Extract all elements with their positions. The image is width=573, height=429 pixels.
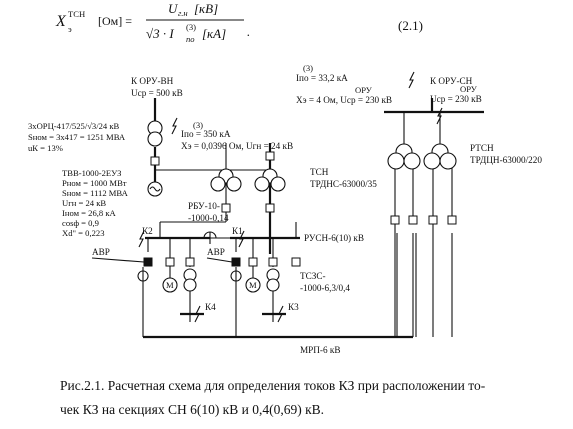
gen-label-4: Uгн = 24 кВ — [62, 198, 106, 208]
fault-arrow-k4 — [194, 305, 201, 323]
k4-label: К4 — [205, 302, 216, 312]
formula-trailing: . — [247, 24, 250, 39]
rbu-label-1: РБУ-10- — [188, 201, 220, 211]
formula-lhs-sub: э — [68, 24, 72, 34]
rbu-label-2: -1000-0,14 — [188, 213, 229, 223]
avr-breaker-right — [231, 257, 241, 267]
gen-transformer-coil-2 — [147, 131, 163, 147]
rtsn-label: РТСН — [470, 143, 494, 153]
switches — [143, 151, 457, 267]
oru-vn-label: К ОРУ-ВН — [131, 76, 174, 86]
motor-left-label: М — [166, 280, 174, 290]
equipment — [137, 120, 457, 293]
caption-line-1: Рис.2.1. Расчетная схема для определения… — [60, 378, 486, 393]
ipo-gen: Iпо = 350 кА — [181, 129, 231, 139]
rtsn-type: ТРДЦН-63000/220 — [470, 155, 542, 165]
gen-label-6: cosф = 0,9 — [62, 218, 99, 228]
oru-vn-voltage: Uср = 500 кВ — [131, 88, 183, 98]
formula-numerator: U — [168, 1, 179, 16]
mrp-label: МРП-6 кВ — [300, 345, 340, 355]
avr-breaker-left — [143, 257, 153, 267]
formula-unit: [Ом] = — [98, 14, 132, 28]
fault-arrow-k3 — [277, 305, 284, 323]
gen-transformer-label-2: Sном = 3х417 = 1251 МВА — [28, 132, 126, 142]
gen-transformer-label-1: 3хОРЦ-417/525/√3/24 кВ — [28, 121, 120, 131]
gen-label-7: Xd" = 0,223 — [62, 228, 105, 238]
ipo-sys-sup: (3) — [303, 63, 313, 73]
gen-label-3: Sном = 1112 МВА — [62, 188, 129, 198]
oru-sn-label: К ОРУ-СН — [430, 76, 473, 86]
motor-right-label: М — [249, 280, 257, 290]
avr-right-label: АВР — [207, 247, 225, 257]
gen-label-2: Рном = 1000 МВт — [62, 178, 127, 188]
avr-left-label: АВР — [92, 247, 110, 257]
formula-number: (2.1) — [398, 18, 423, 33]
caption-line-2: чек КЗ на секциях СН 6(10) кВ и 0,4(0,69… — [60, 402, 324, 417]
rusn-label: РУСН-6(10) кВ — [304, 233, 364, 243]
ipo-gen-sup: (3) — [193, 120, 203, 130]
xe-sys: Xэ = 4 Ом, Uср = 230 кВ — [296, 95, 392, 105]
formula-denominator-unit: [кА] — [202, 26, 226, 41]
gen-transformer-label-3: uК = 13% — [28, 143, 63, 153]
k2-label: К2 — [142, 226, 153, 236]
gen-breaker — [150, 156, 160, 166]
tsz-label-1: ТСЗС- — [300, 271, 326, 281]
formula-lhs-sup: ТСН — [68, 9, 85, 19]
reactor-rbu-icon — [203, 231, 217, 244]
fault-arrow-sys — [408, 71, 415, 89]
formula-2-1: X ТСН э [Ом] = U г.н [кВ] √3 · I (3) по … — [55, 1, 423, 44]
formula-denominator-sub: по — [186, 34, 195, 44]
k1-label: К1 — [232, 226, 243, 236]
wiring — [142, 98, 484, 339]
fault-arrow-k2 — [138, 230, 145, 248]
oru-sn-voltage: Uср = 230 кВ — [430, 94, 482, 104]
figure-caption: Рис.2.1. Расчетная схема для определения… — [60, 378, 486, 417]
fault-arrow-oru-sn — [436, 107, 443, 125]
tsn-type: ТРДНС-63000/35 — [310, 179, 377, 189]
generator-wave-icon — [149, 186, 161, 192]
fault-arrow-gen — [171, 117, 178, 135]
formula-denominator-sup: (3) — [186, 22, 196, 32]
formula-numerator-sub: г.н — [178, 8, 188, 18]
labels: К ОРУ-ВН Uср = 500 кВ 3хОРЦ-417/525/√3/2… — [28, 63, 542, 355]
formula-denominator: √3 · I — [146, 26, 174, 41]
tsn-label: ТСН — [310, 167, 329, 177]
oru-sn-sup: ОРУ — [460, 84, 478, 94]
xe-gen: Xэ = 0,0396 Ом, Uгн = 24 кВ — [181, 141, 293, 151]
formula-numerator-unit: [кВ] — [194, 1, 218, 16]
gen-label-5: Iном = 26,8 кА — [62, 208, 117, 218]
tsn-hv-breaker — [265, 151, 275, 161]
ipo-sys: Iпо = 33,2 кА — [296, 73, 348, 83]
tsz-label-2: -1000-6,3/0,4 — [300, 283, 350, 293]
fault-arrow-k1 — [238, 230, 245, 248]
xe-sys-sup: ОРУ — [355, 85, 373, 95]
fault-markers — [138, 71, 443, 323]
gen-label-1: ТВВ-1000-2ЕУЗ — [62, 168, 121, 178]
k3-label: К3 — [288, 302, 299, 312]
formula-lhs-symbol: X — [55, 13, 67, 30]
